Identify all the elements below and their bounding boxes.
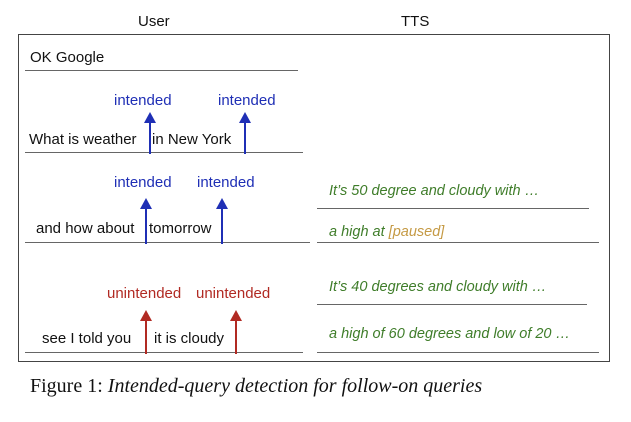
figure-caption: Figure 1: Intended-query detection for f… bbox=[30, 375, 482, 398]
unintended-label-2: unintended bbox=[196, 285, 271, 302]
user-underline-4 bbox=[25, 352, 303, 353]
unintended-arrow-2 bbox=[230, 310, 242, 354]
tts-response-3: It’s 40 degrees and cloudy with … bbox=[329, 279, 547, 295]
tts-response-4: a high of 60 degrees and low of 20 … bbox=[329, 326, 571, 342]
tts-underline-3 bbox=[317, 304, 587, 305]
user-underline-2 bbox=[25, 152, 303, 153]
intended-label-3: intended bbox=[114, 174, 172, 191]
user-query-it-is-cloudy: it is cloudy bbox=[154, 330, 225, 347]
tts-underline-2 bbox=[317, 242, 599, 243]
user-query-tomorrow: tomorrow bbox=[149, 220, 212, 237]
user-query-in-new-york: in New York bbox=[152, 131, 232, 148]
tts-response-2: a high at [paused] bbox=[329, 224, 444, 240]
user-underline-3 bbox=[25, 242, 310, 243]
user-underline-1 bbox=[25, 70, 298, 71]
unintended-label-1: unintended bbox=[107, 285, 182, 302]
tts-response-1: It’s 50 degree and cloudy with … bbox=[329, 183, 540, 199]
intended-label-2: intended bbox=[218, 92, 276, 109]
tts-underline-1 bbox=[317, 208, 589, 209]
figure-number: Figure 1: bbox=[30, 375, 103, 397]
tts-response-2-text: a high at bbox=[329, 224, 389, 240]
intended-arrow-3 bbox=[140, 198, 152, 244]
intended-arrow-2 bbox=[239, 112, 251, 154]
user-query-ok-google: OK Google bbox=[30, 49, 105, 66]
figure-caption-text: Intended-query detection for follow-on q… bbox=[107, 375, 483, 397]
user-query-what-is-weather: What is weather bbox=[29, 131, 137, 148]
intended-label-1: intended bbox=[114, 92, 172, 109]
tts-paused-marker: [paused] bbox=[388, 224, 445, 240]
diagram-frame bbox=[18, 34, 610, 362]
intended-arrow-4 bbox=[216, 198, 228, 244]
user-query-see-i-told-you: see I told you bbox=[42, 330, 132, 347]
user-query-and-how-about: and how about bbox=[36, 220, 135, 237]
tts-column-header: TTS bbox=[401, 13, 430, 30]
tts-underline-4 bbox=[317, 352, 599, 353]
user-column-header: User bbox=[138, 13, 170, 30]
intended-arrow-1 bbox=[144, 112, 156, 154]
unintended-arrow-1 bbox=[140, 310, 152, 354]
intended-label-4: intended bbox=[197, 174, 255, 191]
